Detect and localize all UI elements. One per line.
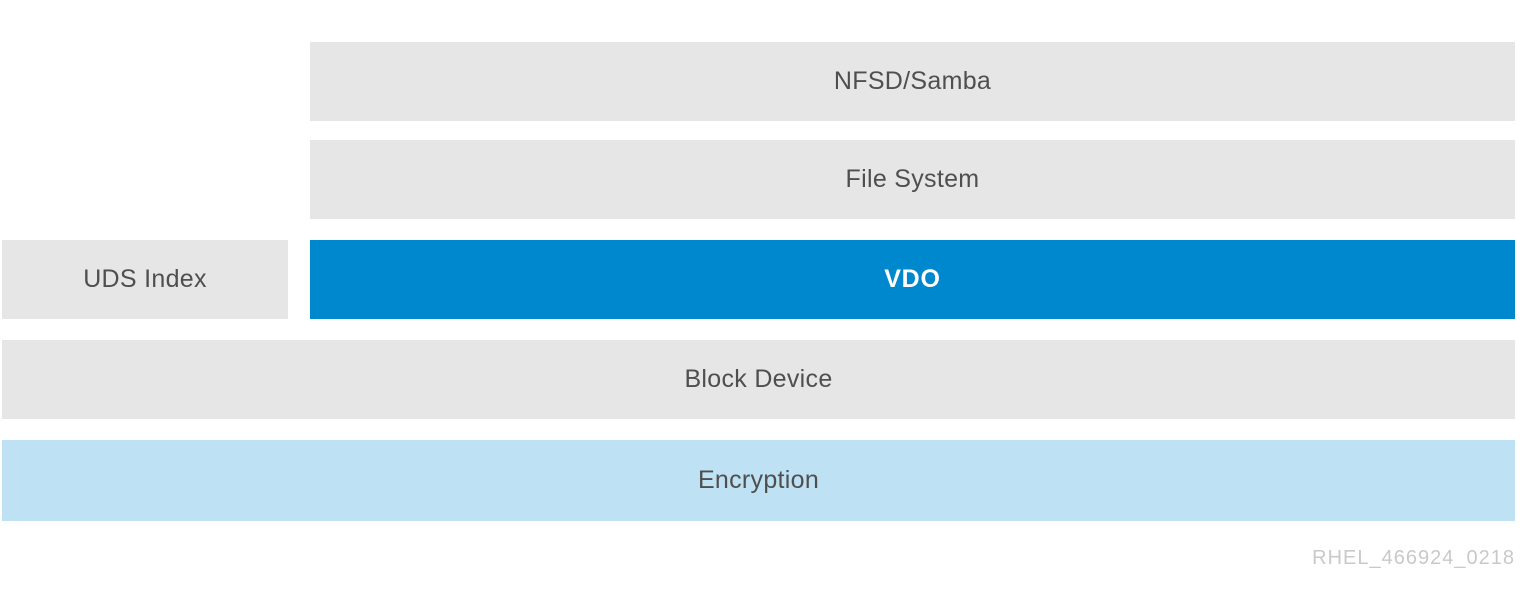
layer-nfsd-samba: NFSD/Samba [310, 42, 1515, 121]
layer-vdo: VDO [310, 240, 1515, 319]
layer-uds-index: UDS Index [2, 240, 288, 319]
watermark-text: RHEL_466924_0218 [1312, 547, 1515, 569]
layer-vdo-label: VDO [884, 265, 941, 293]
layer-encryption: Encryption [2, 440, 1515, 521]
layer-file-system: File System [310, 140, 1515, 219]
layer-nfsd-samba-label: NFSD/Samba [833, 67, 992, 95]
layer-encryption-label: Encryption [697, 466, 820, 494]
layer-block-device: Block Device [2, 340, 1515, 419]
layer-uds-index-label: UDS Index [83, 265, 207, 293]
layer-block-device-label: Block Device [684, 365, 833, 393]
layer-file-system-label: File System [845, 165, 980, 193]
